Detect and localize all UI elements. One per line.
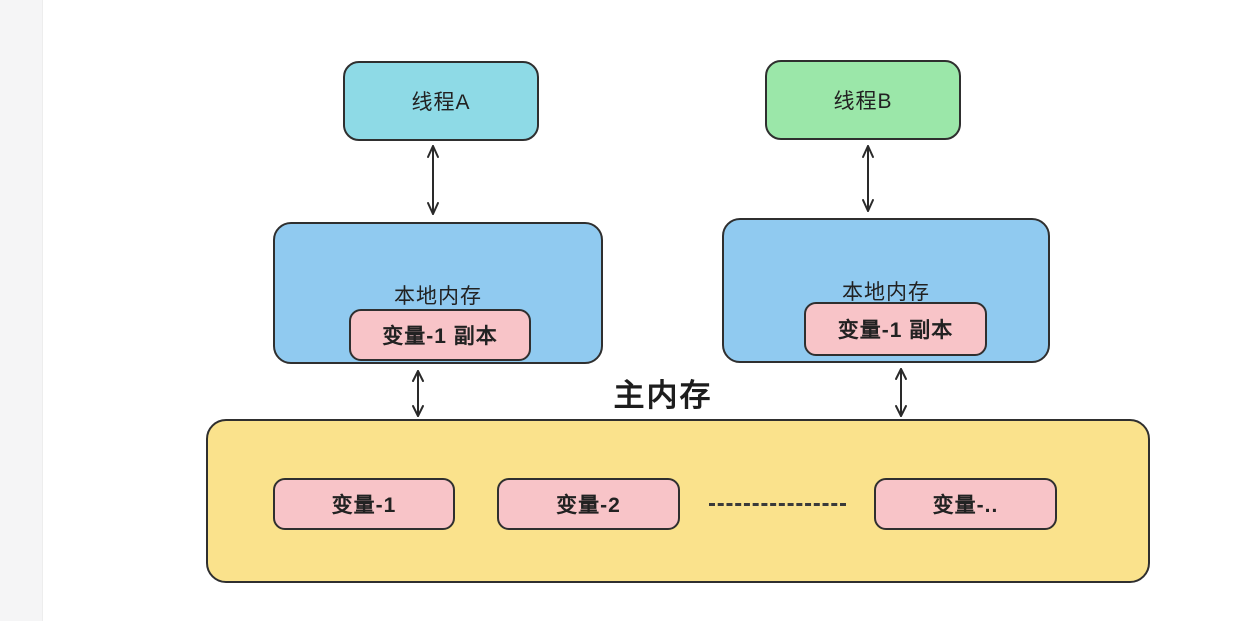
local-memory-a-label: 本地内存 [394,285,482,308]
variable-copy-b-box: 变量-1 副本 [804,302,987,356]
main-memory-title: 主内存 [613,378,713,413]
thread-a-box: 线程A [343,61,539,141]
local-memory-b-label: 本地内存 [842,281,930,304]
thread-a-label: 线程A [411,91,471,114]
local-memory-b-box: 本地内存 变量-1 副本 [722,218,1050,363]
variable-copy-a-box: 变量-1 副本 [349,309,531,361]
double-arrow-icon [891,367,911,418]
variable-n-box: 变量-.. [874,478,1057,530]
double-arrow-icon [423,144,443,216]
variable-1-label: 变量-1 [331,494,397,517]
thread-b-label: 线程B [833,90,893,113]
variable-1-box: 变量-1 [273,478,455,530]
variable-2-box: 变量-2 [497,478,680,530]
variable-2-label: 变量-2 [556,494,621,517]
local-memory-a-box: 本地内存 变量-1 副本 [273,222,603,364]
double-arrow-icon [408,369,428,418]
ellipsis-dashed-line [709,503,846,506]
thread-b-box: 线程B [765,60,961,140]
variable-copy-a-label: 变量-1 副本 [382,325,498,348]
variable-n-label: 变量-.. [932,494,999,517]
variable-copy-b-label: 变量-1 副本 [837,319,954,342]
main-memory-box: 变量-1 变量-2 变量-.. [206,419,1150,583]
left-gutter-strip [0,0,43,621]
double-arrow-icon [858,144,878,213]
